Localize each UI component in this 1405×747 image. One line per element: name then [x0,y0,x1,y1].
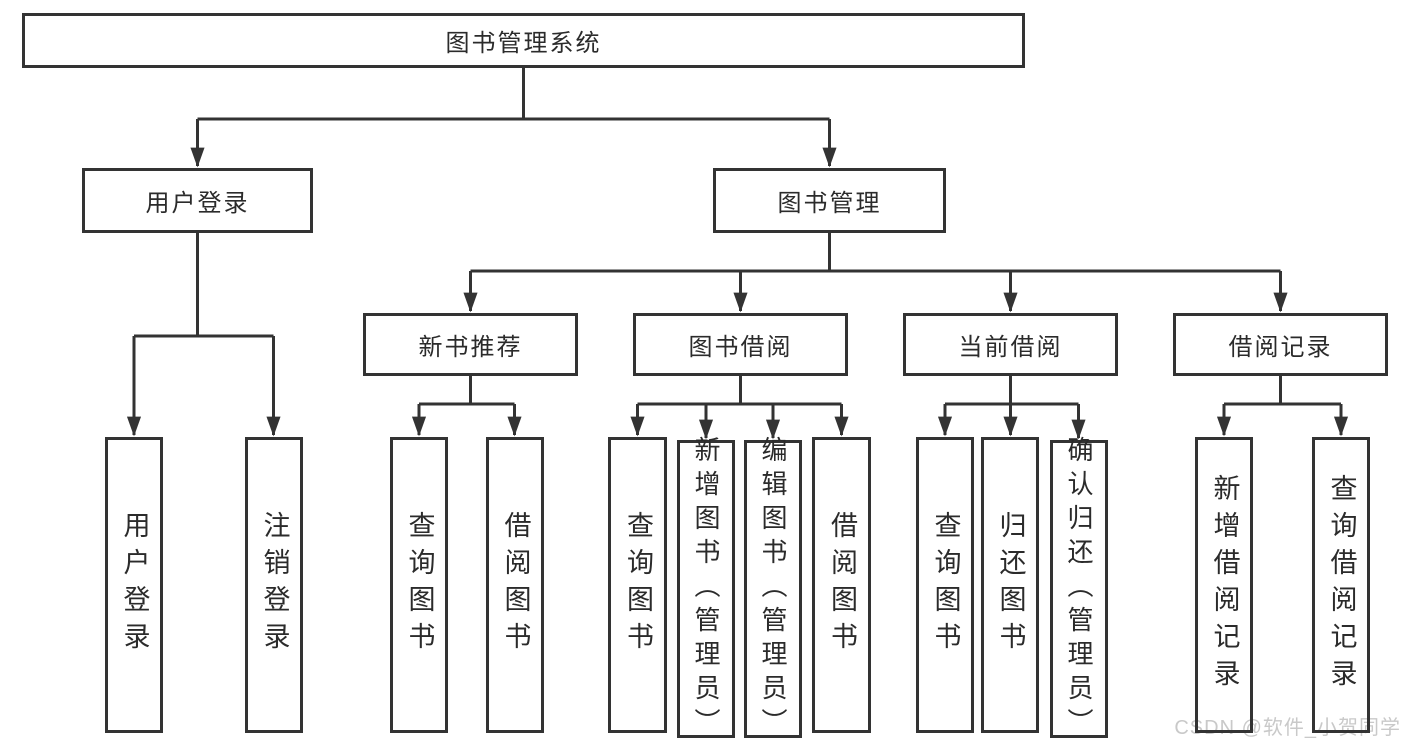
node-label: 新增图书（管理员） [691,436,721,742]
node-label: 图书借阅 [688,334,793,361]
leaf-confirm-return-admin: 确认归还（管理员） [1050,436,1108,742]
leaf-edit-books-admin: 编辑图书（管理员） [744,436,802,742]
node-label: 新增借阅记录 [1209,474,1240,696]
leaf-add-borrow-record: 新增借阅记录 [1195,437,1253,733]
node-label: 当前借阅 [958,334,1063,361]
leaf-return-books: 归还图书 [981,437,1039,733]
node-label: 注销登录 [259,511,290,659]
csdn-watermark: CSDN @软件_小贺同学 [1174,717,1401,739]
node-label: 查询图书 [623,511,653,659]
node-label: 归还图书 [995,511,1026,659]
node-label: 用户登录 [145,190,250,217]
node-library-management-system: 图书管理系统 [22,13,1025,68]
node-label: 查询图书 [930,511,961,659]
leaf-query-books-current: 查询图书 [916,437,974,733]
node-label: 编辑图书（管理员） [758,436,788,742]
leaf-query-books-recommend: 查询图书 [390,437,448,733]
node-new-book-recommendation: 新书推荐 [363,313,578,376]
leaf-query-borrow-record: 查询借阅记录 [1312,437,1370,733]
node-label: 借阅图书 [827,511,857,659]
node-label: 确认归还（管理员） [1064,436,1094,742]
node-label: 查询图书 [404,511,435,659]
node-label: 图书管理系统 [445,30,602,57]
node-label: 借阅记录 [1228,334,1333,361]
node-label: 新书推荐 [418,334,523,361]
leaf-borrow-books-borrowing: 借阅图书 [812,437,871,733]
node-book-management: 图书管理 [713,168,946,233]
leaf-add-books-admin: 新增图书（管理员） [677,436,735,742]
node-label: 借阅图书 [500,511,531,659]
node-current-borrowing: 当前借阅 [903,313,1118,376]
node-label: 图书管理 [777,190,882,217]
node-label: 查询借阅记录 [1326,474,1357,696]
leaf-logout: 注销登录 [245,437,303,733]
node-borrowing-records: 借阅记录 [1173,313,1388,376]
leaf-user-login: 用户登录 [105,437,163,733]
leaf-query-books-borrowing: 查询图书 [608,437,667,733]
node-book-borrowing: 图书借阅 [633,313,848,376]
node-user-login: 用户登录 [82,168,313,233]
leaf-borrow-books-recommend: 借阅图书 [486,437,544,733]
node-label: 用户登录 [119,511,150,659]
